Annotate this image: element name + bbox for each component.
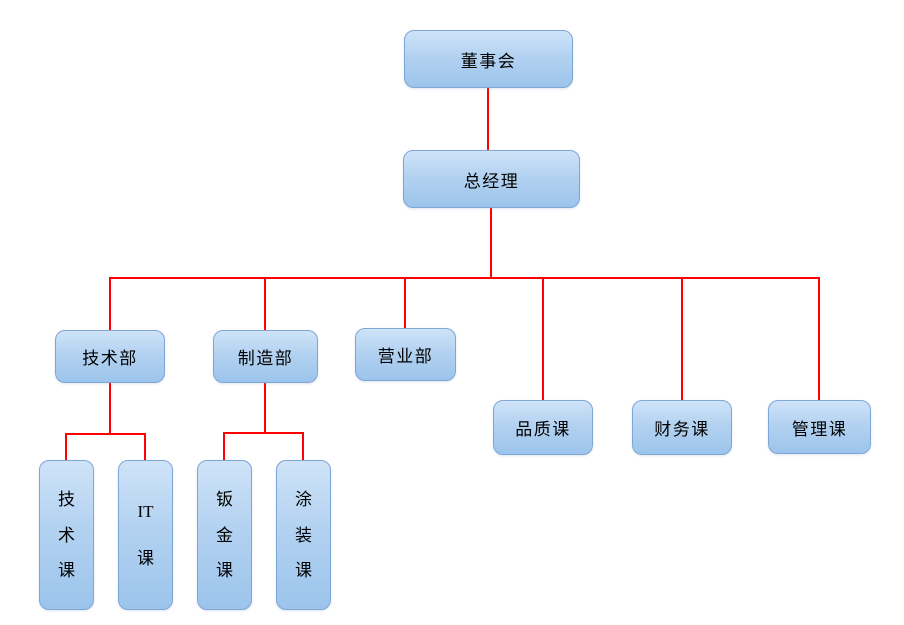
org-node-sales-dept-label: 营业部 xyxy=(377,347,434,366)
connector-bus-to-tech-dept xyxy=(109,277,111,330)
org-node-manufacturing-dept-label: 制造部 xyxy=(237,349,294,368)
connector-bus-to-quality-section xyxy=(542,277,544,400)
org-node-sheet-metal-section-line: 金 xyxy=(216,525,233,545)
connector-subbus-to-it-section xyxy=(144,433,146,460)
connector-bus-to-sales-dept xyxy=(404,277,406,328)
org-node-it-section: IT 课 xyxy=(118,460,173,610)
org-node-tech-section-line: 术 xyxy=(58,525,75,545)
org-node-manufacturing-dept: 制造部 xyxy=(213,330,318,383)
org-node-painting-section-line: 课 xyxy=(295,560,312,580)
org-node-sheet-metal-section: 钣 金 课 xyxy=(197,460,252,610)
connector-bus-to-finance-section xyxy=(681,277,683,400)
connector-tech-subbus xyxy=(65,433,145,435)
connector-tech-dept-to-subbus xyxy=(109,383,111,433)
connector-main-bus xyxy=(109,277,820,279)
org-node-tech-section: 技 术 课 xyxy=(39,460,94,610)
org-node-quality-section: 品质课 xyxy=(493,400,593,455)
connector-manufacturing-subbus xyxy=(223,432,303,434)
org-node-general-manager: 总经理 xyxy=(403,150,580,208)
org-node-tech-dept: 技术部 xyxy=(55,330,165,383)
connector-subbus-to-sheet-metal-section xyxy=(223,432,225,460)
org-node-general-manager-label: 总经理 xyxy=(463,171,520,191)
org-node-sheet-metal-section-line: 课 xyxy=(216,560,233,580)
connector-board-to-gm xyxy=(487,88,489,150)
org-node-it-section-line: 课 xyxy=(137,549,154,568)
org-node-management-section-label: 管理课 xyxy=(791,419,848,439)
org-node-sales-dept: 营业部 xyxy=(355,328,456,381)
org-node-finance-section: 财务课 xyxy=(632,400,732,455)
connector-gm-to-bus xyxy=(490,208,492,277)
org-node-board: 董事会 xyxy=(404,30,573,88)
org-node-management-section: 管理课 xyxy=(768,400,871,454)
org-node-painting-section-line: 涂 xyxy=(295,490,312,510)
org-node-finance-section-label: 财务课 xyxy=(654,420,710,439)
connector-bus-to-manufacturing-dept xyxy=(264,277,266,330)
org-node-tech-section-line: 技 xyxy=(58,490,75,510)
org-node-tech-section-line: 课 xyxy=(58,560,75,580)
org-node-painting-section: 涂 装 课 xyxy=(276,460,331,610)
connector-manufacturing-dept-to-subbus xyxy=(264,383,266,432)
org-node-sheet-metal-section-line: 钣 xyxy=(216,490,233,510)
connector-subbus-to-painting-section xyxy=(302,432,304,460)
org-node-painting-section-line: 装 xyxy=(295,525,312,545)
org-node-it-section-line: IT xyxy=(137,502,154,521)
org-node-quality-section-label: 品质课 xyxy=(515,420,571,439)
org-node-board-label: 董事会 xyxy=(460,51,517,71)
org-node-tech-dept-label: 技术部 xyxy=(82,349,138,368)
connector-bus-to-management-section xyxy=(818,277,820,400)
connector-subbus-to-tech-section xyxy=(65,433,67,460)
